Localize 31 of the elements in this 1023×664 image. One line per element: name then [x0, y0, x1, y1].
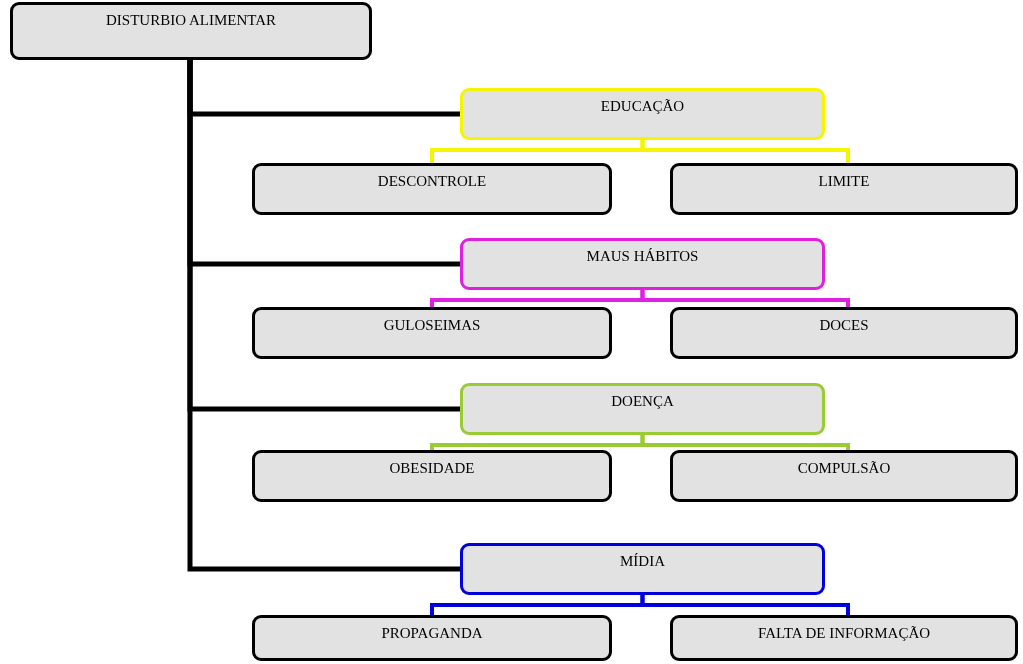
- node-label: COMPULSÃO: [797, 460, 891, 476]
- node-label: FALTA DE INFORMAÇÃO: [757, 625, 931, 641]
- connector-line: [640, 435, 850, 450]
- node-label: DOENÇA: [611, 393, 674, 409]
- item-box: [670, 307, 1018, 359]
- item-box: [252, 307, 612, 359]
- node-label: OBESIDADE: [389, 460, 475, 476]
- node-label: EDUCAÇÃO: [600, 98, 685, 114]
- item-box: [252, 615, 612, 661]
- node-label: DOCES: [819, 317, 869, 333]
- connector-line: [640, 595, 850, 615]
- node-label: MAUS HÁBITOS: [586, 248, 699, 264]
- node-label: DISTURBIO ALIMENTAR: [105, 12, 276, 28]
- connector-line: [187, 60, 460, 572]
- category-box: [460, 238, 825, 290]
- item-box: [252, 163, 612, 215]
- category-box: [460, 88, 825, 140]
- category-box: [460, 543, 825, 595]
- node-label: PROPAGANDA: [381, 625, 483, 641]
- root-box: [10, 2, 372, 60]
- node-label: DESCONTROLE: [377, 173, 487, 189]
- connector-line: [640, 290, 850, 307]
- item-box: [670, 163, 1018, 215]
- item-box: [670, 450, 1018, 502]
- connector-line: [640, 140, 850, 163]
- item-box: [670, 615, 1018, 661]
- category-box: [460, 383, 825, 435]
- node-label: LIMITE: [818, 173, 870, 189]
- node-label: GULOSEIMAS: [383, 317, 481, 333]
- node-label: MÍDIA: [620, 553, 665, 569]
- item-box: [252, 450, 612, 502]
